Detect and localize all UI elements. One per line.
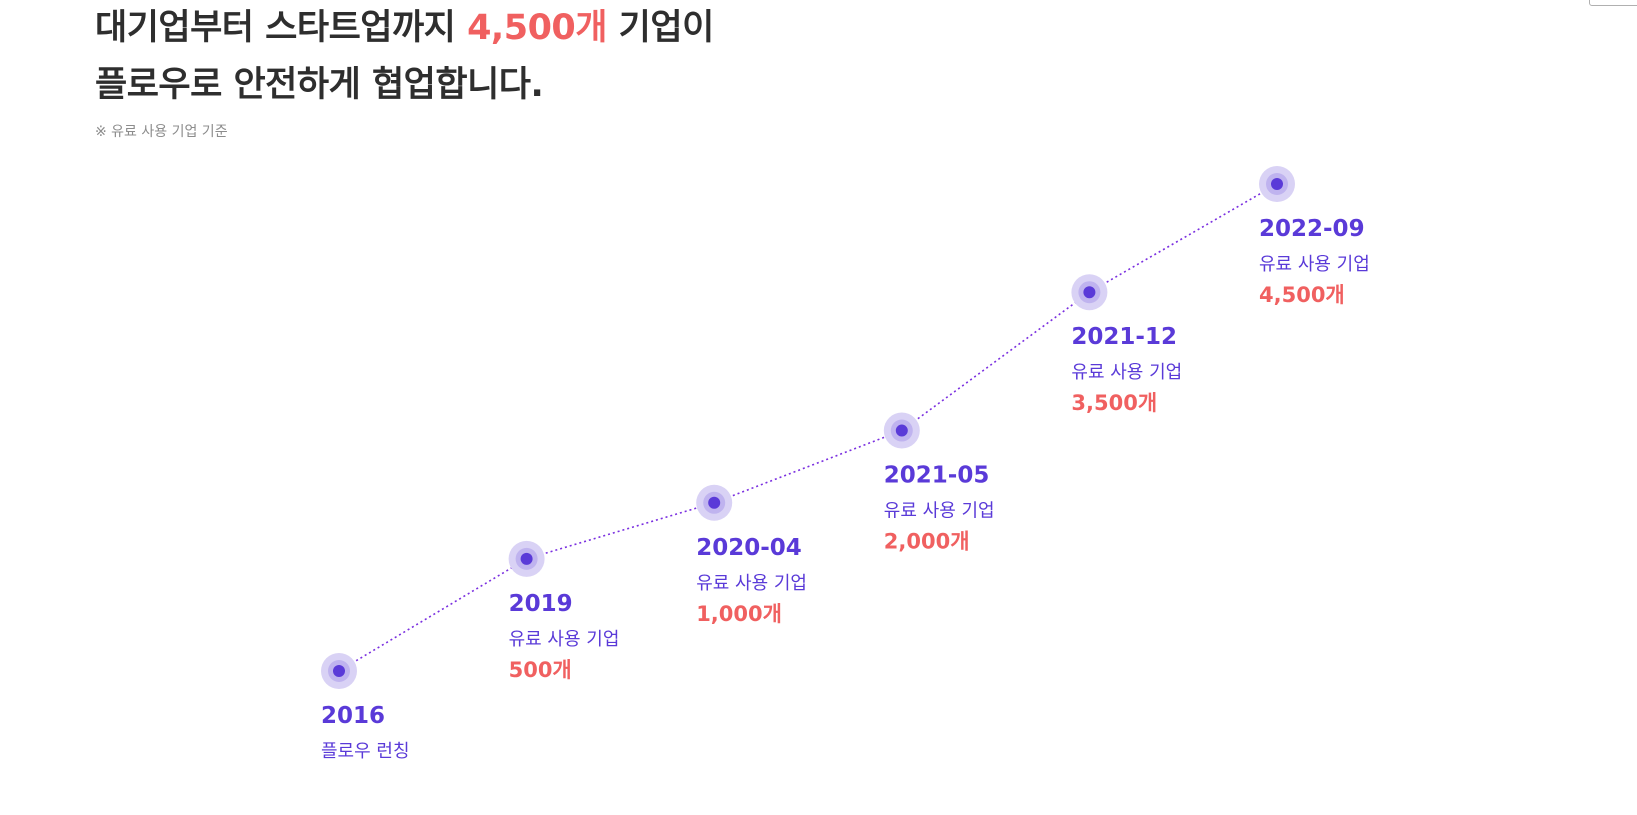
point-date-label: 2019 <box>509 591 573 617</box>
timeline-point: 2019 유료 사용 기업 500개 <box>508 540 620 682</box>
point-desc-label: 유료 사용 기업 <box>509 629 620 650</box>
title-line1-suffix: 기업이 <box>607 8 715 48</box>
timeline-point: 2021-12 유료 사용 기업 3,500개 <box>1071 274 1182 415</box>
point-count-label: 2,000개 <box>884 530 970 554</box>
point-desc-label: 유료 사용 기업 <box>1259 254 1370 275</box>
title-highlight: 4,500개 <box>467 8 607 48</box>
point-count-label: 500개 <box>509 658 572 682</box>
corner-box <box>1589 0 1637 6</box>
point-date-label: 2016 <box>321 703 385 729</box>
connector-line <box>901 291 1090 432</box>
point-date-label: 2021-05 <box>884 463 990 489</box>
point-marker <box>895 424 908 437</box>
point-marker <box>708 496 721 509</box>
timeline-point: 2020-04 유료 사용 기업 1,000개 <box>696 484 807 626</box>
point-count-label: 1,000개 <box>696 602 782 626</box>
point-desc-label: 유료 사용 기업 <box>884 501 995 522</box>
footnote: ※ 유료 사용 기업 기준 <box>95 124 228 140</box>
connector-line <box>713 429 903 504</box>
point-date-label: 2021-12 <box>1071 324 1177 350</box>
point-count-label: 4,500개 <box>1259 283 1345 307</box>
timeline-point: 2022-09 유료 사용 기업 4,500개 <box>1259 166 1370 307</box>
point-desc-label: 플로우 런칭 <box>321 741 410 762</box>
connector-line <box>1089 183 1278 293</box>
page-title: 대기업부터 스타트업까지 4,500개 기업이 플로우로 안전하게 협업합니다. <box>95 0 714 114</box>
point-date-label: 2020-04 <box>696 535 802 561</box>
point-marker <box>520 552 533 565</box>
point-desc-label: 유료 사용 기업 <box>696 573 807 594</box>
timeline-point: 2016 플로우 런칭 <box>321 653 410 762</box>
point-count-label: 3,500개 <box>1071 391 1157 415</box>
point-marker <box>1083 286 1096 299</box>
timeline-point: 2021-05 유료 사용 기업 2,000개 <box>883 412 995 554</box>
point-marker <box>333 665 345 677</box>
title-line1-prefix: 대기업부터 스타트업까지 <box>95 8 468 48</box>
connector-lines <box>338 183 1278 672</box>
connector-line <box>526 502 715 560</box>
title-line2: 플로우로 안전하게 협업합니다. <box>95 65 544 105</box>
timeline-points: 2016 플로우 런칭 2019 유료 사용 기업 500개 2020-04 유료 사용 기… <box>321 166 1370 762</box>
point-marker <box>1271 178 1283 190</box>
point-desc-label: 유료 사용 기업 <box>1071 362 1182 383</box>
connector-line <box>338 558 528 672</box>
point-date-label: 2022-09 <box>1259 216 1365 242</box>
